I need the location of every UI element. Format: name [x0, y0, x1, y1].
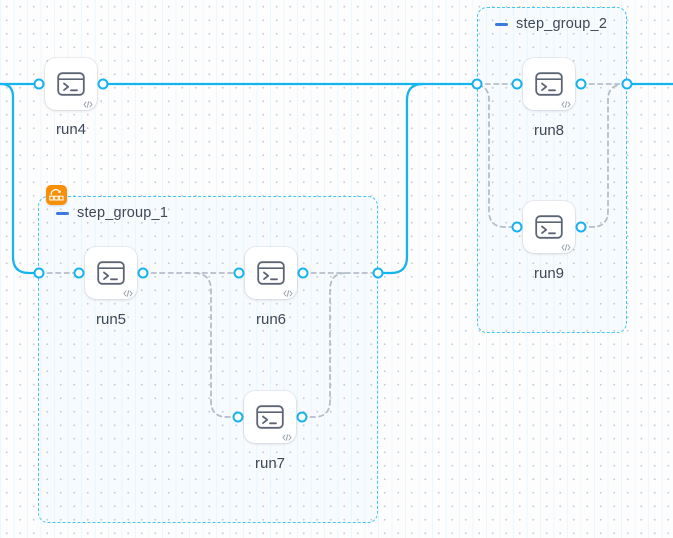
code-icon [282, 434, 292, 441]
group-2-label: step_group_2 [516, 16, 608, 32]
node-label-run8: run8 [533, 122, 565, 139]
collapse-group-1-button[interactable] [54, 205, 70, 221]
edge-start-to-group1 [0, 82, 41, 275]
port-run4-out[interactable] [97, 78, 109, 90]
port-group2-in[interactable] [471, 78, 483, 90]
node-label-run4: run4 [55, 121, 87, 138]
node-run8[interactable] [523, 58, 575, 110]
terminal-icon [97, 260, 125, 285]
group-step-group-1[interactable] [38, 196, 378, 523]
node-label-run7: run7 [254, 455, 286, 472]
loop-restart-icon [46, 185, 67, 205]
port-run4-in[interactable] [33, 78, 45, 90]
node-label-run6: run6 [255, 311, 287, 328]
terminal-icon [257, 260, 285, 285]
port-run6-in[interactable] [233, 267, 245, 279]
port-run7-in[interactable] [232, 411, 244, 423]
node-run7[interactable] [244, 391, 296, 443]
port-run5-in[interactable] [73, 267, 85, 279]
terminal-icon [57, 71, 85, 96]
port-group1-out[interactable] [372, 267, 384, 279]
port-run6-out[interactable] [297, 267, 309, 279]
code-icon [83, 101, 93, 108]
code-icon [123, 290, 133, 297]
node-run9[interactable] [523, 201, 575, 253]
edge-group1-to-main [376, 82, 425, 275]
node-run6[interactable] [245, 247, 297, 299]
code-icon [283, 290, 293, 297]
minus-icon [494, 22, 508, 26]
group-1-label: step_group_1 [77, 205, 169, 221]
port-run8-in[interactable] [511, 78, 523, 90]
port-run8-out[interactable] [575, 78, 587, 90]
terminal-icon [256, 404, 284, 429]
group-step-group-2[interactable] [477, 7, 627, 333]
node-label-run5: run5 [95, 311, 127, 328]
minus-icon [55, 211, 69, 215]
port-group1-in[interactable] [33, 267, 45, 279]
code-icon [561, 244, 571, 251]
code-icon [561, 101, 571, 108]
node-label-run9: run9 [533, 265, 565, 282]
port-run7-out[interactable] [296, 411, 308, 423]
terminal-icon [535, 71, 563, 96]
port-run9-in[interactable] [511, 221, 523, 233]
port-run9-out[interactable] [575, 221, 587, 233]
port-group2-out[interactable] [621, 78, 633, 90]
node-run4[interactable] [45, 58, 97, 110]
terminal-icon [535, 214, 563, 239]
node-run5[interactable] [85, 247, 137, 299]
collapse-group-2-button[interactable] [493, 16, 509, 32]
port-run5-out[interactable] [137, 267, 149, 279]
